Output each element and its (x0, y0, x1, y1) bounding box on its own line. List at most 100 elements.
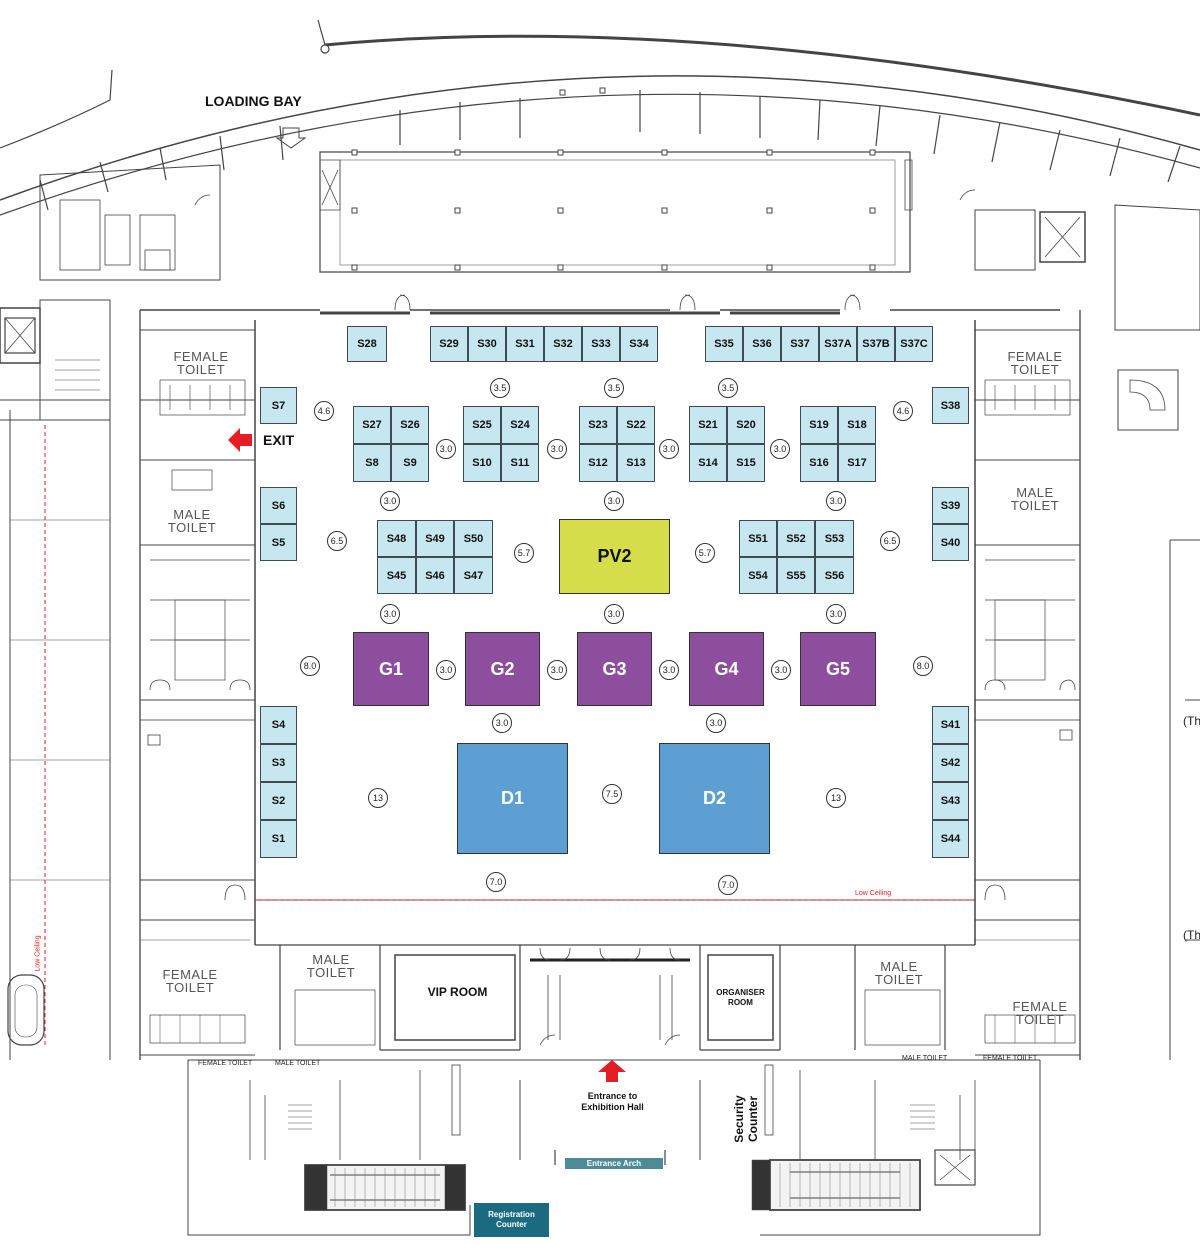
booth-s37b[interactable]: S37B (857, 326, 895, 362)
booth-s39[interactable]: S39 (932, 487, 969, 524)
aisle-width: 3.5 (718, 378, 738, 398)
booth-s25[interactable]: S25 (463, 406, 501, 444)
booth-s50[interactable]: S50 (454, 520, 493, 557)
aisle-width: 3.5 (490, 378, 510, 398)
aisle-width: 5.7 (695, 543, 715, 563)
booth-s56[interactable]: S56 (815, 557, 854, 594)
aisle-width: 3.0 (436, 439, 456, 459)
booth-s34[interactable]: S34 (620, 326, 658, 362)
aisle-width: 3.0 (706, 713, 726, 733)
aisle-width: 7.5 (602, 784, 622, 804)
booth-s26[interactable]: S26 (391, 406, 429, 444)
booth-s43[interactable]: S43 (932, 782, 969, 820)
booth-s13[interactable]: S13 (617, 444, 655, 482)
stand-g4[interactable]: G4 (689, 632, 764, 706)
booth-s1[interactable]: S1 (260, 820, 297, 858)
booth-s31[interactable]: S31 (506, 326, 544, 362)
booth-s19[interactable]: S19 (800, 406, 838, 444)
booth-s37c[interactable]: S37C (895, 326, 933, 362)
aisle-width: 3.0 (659, 660, 679, 680)
booth-s51[interactable]: S51 (739, 520, 777, 557)
booth-s33[interactable]: S33 (582, 326, 620, 362)
aisle-width: 3.0 (826, 491, 846, 511)
booth-s47[interactable]: S47 (454, 557, 493, 594)
booth-s24[interactable]: S24 (501, 406, 539, 444)
booth-s29[interactable]: S29 (430, 326, 468, 362)
female-toilet-small-right: FEMALE TOILET (983, 1055, 1038, 1062)
booth-s37[interactable]: S37 (781, 326, 819, 362)
booth-s42[interactable]: S42 (932, 744, 969, 782)
booth-s15[interactable]: S15 (727, 444, 765, 482)
booth-s21[interactable]: S21 (689, 406, 727, 444)
booth-s55[interactable]: S55 (777, 557, 815, 594)
booth-s54[interactable]: S54 (739, 557, 777, 594)
booth-s3[interactable]: S3 (260, 744, 297, 782)
booth-s37a[interactable]: S37A (819, 326, 857, 362)
booth-s48[interactable]: S48 (377, 520, 416, 557)
booth-s23[interactable]: S23 (579, 406, 617, 444)
booth-s8[interactable]: S8 (353, 444, 391, 482)
stand-g5[interactable]: G5 (800, 632, 876, 706)
booth-s32[interactable]: S32 (544, 326, 582, 362)
booth-s11[interactable]: S11 (501, 444, 539, 482)
stand-g3[interactable]: G3 (577, 632, 652, 706)
booth-s40[interactable]: S40 (932, 524, 969, 561)
stand-d1[interactable]: D1 (457, 743, 568, 854)
booth-s12[interactable]: S12 (579, 444, 617, 482)
booth-s6[interactable]: S6 (260, 487, 297, 524)
booth-s52[interactable]: S52 (777, 520, 815, 557)
booth-s2[interactable]: S2 (260, 782, 297, 820)
aisle-width: 3.0 (436, 660, 456, 680)
aisle-width: 7.0 (486, 872, 506, 892)
booth-s20[interactable]: S20 (727, 406, 765, 444)
booth-s38[interactable]: S38 (932, 387, 969, 424)
exit-arrow-icon (228, 428, 252, 452)
booth-s17[interactable]: S17 (838, 444, 876, 482)
booth-s28[interactable]: S28 (347, 326, 387, 362)
edge-label-1: (Th (1183, 714, 1200, 728)
booth-s18[interactable]: S18 (838, 406, 876, 444)
stand-d2[interactable]: D2 (659, 743, 770, 854)
booth-s10[interactable]: S10 (463, 444, 501, 482)
male-toilet-small-right: MALE TOILET (902, 1055, 948, 1062)
aisle-width: 3.0 (380, 491, 400, 511)
booth-s16[interactable]: S16 (800, 444, 838, 482)
stand-g2[interactable]: G2 (465, 632, 540, 706)
pavilion-pv2[interactable]: PV2 (559, 519, 670, 594)
aisle-width: 5.7 (514, 543, 534, 563)
booth-s44[interactable]: S44 (932, 820, 969, 858)
entrance-arrow-icon (598, 1060, 626, 1082)
booth-s41[interactable]: S41 (932, 706, 969, 744)
booth-s30[interactable]: S30 (468, 326, 506, 362)
entrance-arch: Entrance Arch (565, 1158, 663, 1169)
booth-s4[interactable]: S4 (260, 706, 297, 744)
booth-s5[interactable]: S5 (260, 524, 297, 561)
aisle-width: 3.0 (547, 660, 567, 680)
aisle-width: 3.0 (604, 491, 624, 511)
booth-s49[interactable]: S49 (416, 520, 454, 557)
booth-s9[interactable]: S9 (391, 444, 429, 482)
booth-s46[interactable]: S46 (416, 557, 454, 594)
edge-label-2: (Th (1183, 928, 1200, 942)
aisle-width: 3.0 (826, 604, 846, 624)
booth-s45[interactable]: S45 (377, 557, 416, 594)
booth-s22[interactable]: S22 (617, 406, 655, 444)
booth-s53[interactable]: S53 (815, 520, 854, 557)
aisle-width: 3.0 (770, 439, 790, 459)
booth-s14[interactable]: S14 (689, 444, 727, 482)
booth-s36[interactable]: S36 (743, 326, 781, 362)
booth-s27[interactable]: S27 (353, 406, 391, 444)
loading-bay-label: LOADING BAY (205, 93, 302, 109)
booth-s35[interactable]: S35 (705, 326, 743, 362)
booth-s7[interactable]: S7 (260, 387, 297, 424)
aisle-width: 3.0 (380, 604, 400, 624)
stand-g1[interactable]: G1 (353, 632, 429, 706)
